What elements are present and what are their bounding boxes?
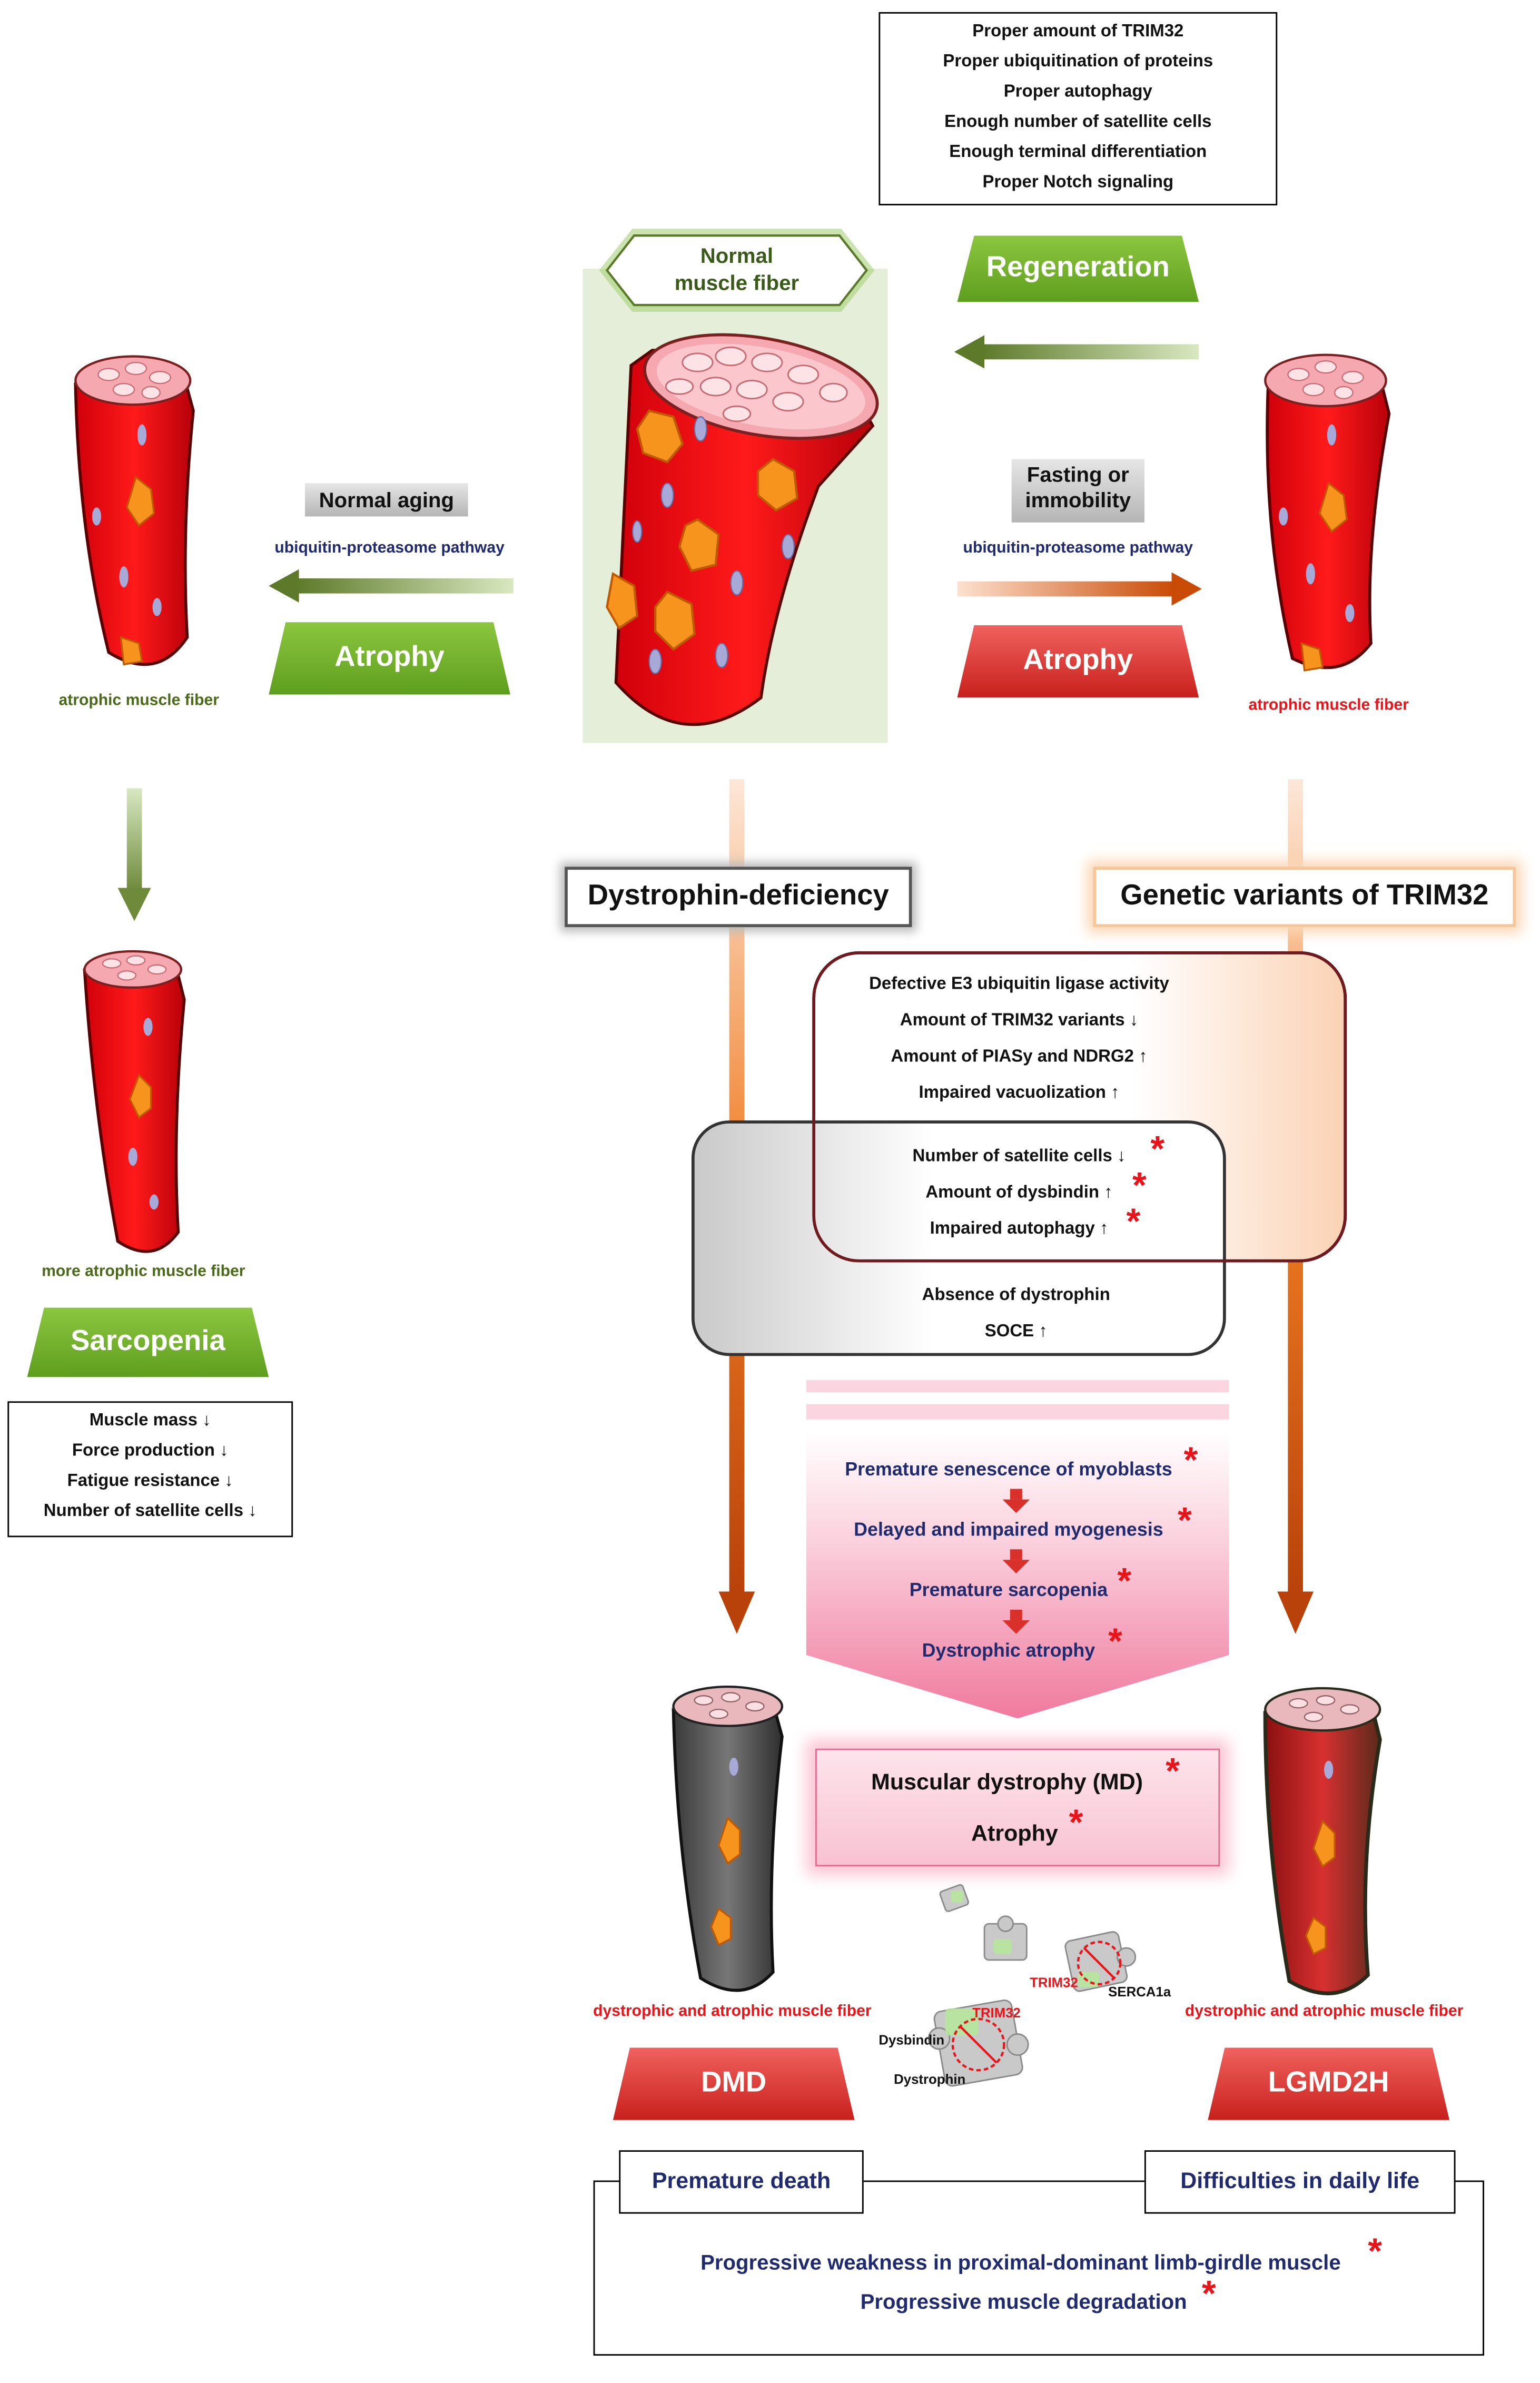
asterisk-mark: * — [1368, 2231, 1383, 2273]
shared-feature-list: Number of satellite cells ↓ Amount of dy… — [876, 1138, 1163, 1247]
regen-line: Enough number of satellite cells — [944, 113, 1212, 132]
dmd-feature-list: Absence of dystrophin SOCE ↑ — [845, 1277, 1187, 1350]
atrophic-fiber-label-right: atrophic muscle fiber — [1248, 696, 1409, 714]
ups-label-left: ubiquitin-proteasome pathway — [274, 539, 505, 557]
asterisk-mark: * — [1201, 2274, 1216, 2315]
trim32-feature: Impaired vacuolization ↑ — [919, 1084, 1120, 1102]
atrophic-fiber-label-left: atrophic muscle fiber — [58, 691, 219, 710]
shared-feature: Impaired autophagy ↑ — [930, 1220, 1109, 1238]
puzzle-label-trim32-a: TRIM32 — [1030, 1975, 1078, 1991]
sarcopenia-line: Force production ↓ — [72, 1442, 229, 1461]
normal-fiber-label-line1: Normal — [700, 243, 774, 268]
trim32-feature: Amount of PIASy and NDRG2 ↑ — [891, 1048, 1148, 1066]
asterisk-mark: * — [1178, 1501, 1192, 1542]
cascade-step-1: Premature senescence of myoblasts — [845, 1459, 1172, 1480]
asterisk-mark: * — [1183, 1440, 1198, 1482]
regen-line: Proper autophagy — [1003, 83, 1152, 102]
puzzle-label-dysbindin: Dysbindin — [878, 2032, 945, 2048]
regen-line: Proper Notch signaling — [982, 173, 1174, 192]
regen-line: Proper ubiquitination of proteins — [943, 53, 1213, 71]
cascade-down-arrow — [1002, 1609, 1030, 1634]
ups-label-right: ubiquitin-proteasome pathway — [963, 539, 1193, 557]
atrophic-muscle-fiber-left — [74, 355, 195, 666]
puzzle-pieces-illustration — [927, 1884, 1137, 2087]
fasting-immobility-label: Fasting or immobility — [1011, 459, 1144, 523]
normal-fiber-label-line2: muscle fiber — [674, 270, 799, 295]
cascade-down-arrow — [1002, 1489, 1030, 1513]
dmd-label: DMD — [613, 2047, 855, 2120]
cascade-arrow-shape — [806, 1431, 1229, 1719]
regeneration-label: Regeneration — [957, 235, 1199, 302]
genetic-variants-trim32-label: Genetic variants of TRIM32 — [1093, 866, 1516, 928]
asterisk-mark: * — [1117, 1561, 1132, 1602]
atrophy-label-left: Atrophy — [269, 622, 510, 695]
atrophic-muscle-fiber-right — [1264, 353, 1391, 672]
trim32-feature: Defective E3 ubiquitin ligase activity — [869, 975, 1169, 994]
dmd-feature: SOCE ↑ — [984, 1323, 1048, 1341]
trim32-feature: Amount of TRIM32 variants ↓ — [900, 1011, 1139, 1030]
sarcopenia-down-arrow — [117, 788, 151, 921]
regeneration-requirements-box: Proper amount of TRIM32 Proper ubiquitin… — [878, 12, 1278, 205]
puzzle-label-trim32-b: TRIM32 — [972, 2005, 1021, 2021]
cascade-step-4: Dystrophic atrophy — [922, 1640, 1095, 1661]
cascade-step-2: Delayed and impaired myogenesis — [854, 1519, 1163, 1541]
sarcopenia-effects-box: Muscle mass ↓ Force production ↓ Fatigue… — [7, 1401, 293, 1538]
more-atrophic-fiber-label: more atrophic muscle fiber — [42, 1262, 245, 1281]
asterisk-mark: * — [1150, 1129, 1165, 1170]
dystrophin-deficiency-label: Dystrophin-deficiency — [565, 866, 912, 928]
sarcopenia-line: Number of satellite cells ↓ — [43, 1502, 257, 1521]
lgmd2h-label: LGMD2H — [1208, 2047, 1450, 2120]
normal-muscle-fiber — [606, 333, 879, 726]
fasting-line2: immobility — [1025, 487, 1131, 512]
cascade-stripe — [806, 1404, 1229, 1420]
fasting-line1: Fasting or — [1026, 462, 1129, 487]
venn-box-dystrophin — [691, 1120, 1226, 1356]
sarcopenia-line: Muscle mass ↓ — [89, 1412, 211, 1430]
regen-line: Proper amount of TRIM32 — [972, 23, 1184, 41]
sarcopenia-label: Sarcopenia — [27, 1307, 269, 1377]
md-atrophy-box — [815, 1748, 1220, 1867]
cascade-stripe — [806, 1380, 1229, 1393]
regen-line: Enough terminal differentiation — [949, 143, 1207, 162]
atrophy-arrow-left — [269, 569, 514, 603]
regeneration-arrow — [954, 335, 1199, 369]
dystrophic-fiber-label-right: dystrophic and atrophic muscle fiber — [1184, 2002, 1464, 2021]
trim32-feature-list: Defective E3 ubiquitin ligase activity A… — [815, 967, 1223, 1111]
atrophy-center-label: Atrophy — [971, 1821, 1058, 1847]
shared-feature: Number of satellite cells ↓ — [912, 1147, 1126, 1166]
shared-feature: Amount of dysbindin ↑ — [925, 1184, 1113, 1202]
dmd-dystrophic-muscle-fiber — [672, 1685, 784, 1992]
dmd-feature: Absence of dystrophin — [922, 1286, 1110, 1305]
atrophy-label-right: Atrophy — [957, 625, 1199, 698]
cascade-step-3: Premature sarcopenia — [909, 1579, 1108, 1601]
difficulties-daily-life-label: Difficulties in daily life — [1144, 2150, 1456, 2214]
atrophy-arrow-right — [957, 572, 1202, 606]
normal-aging-label: Normal aging — [305, 483, 468, 517]
asterisk-mark: * — [1126, 1202, 1141, 1243]
premature-death-label: Premature death — [619, 2150, 864, 2214]
lgmd2h-dystrophic-muscle-fiber — [1263, 1687, 1382, 1995]
outcome-line-1: Progressive weakness in proximal-dominan… — [700, 2250, 1341, 2274]
puzzle-label-serca1a: SERCA1a — [1108, 1984, 1171, 2000]
dystrophic-fiber-label-left: dystrophic and atrophic muscle fiber — [593, 2002, 872, 2021]
sarcopenia-line: Fatigue resistance ↓ — [67, 1472, 233, 1491]
more-atrophic-muscle-fiber — [83, 950, 186, 1253]
asterisk-mark: * — [1108, 1621, 1122, 1663]
asterisk-mark: * — [1132, 1166, 1147, 1207]
normal-fiber-label-hexagon — [599, 229, 875, 312]
muscular-dystrophy-label: Muscular dystrophy (MD) — [871, 1769, 1143, 1796]
venn-box-trim32-outline — [812, 951, 1347, 1263]
asterisk-mark: * — [1166, 1751, 1180, 1793]
cascade-down-arrow — [1002, 1549, 1030, 1574]
outcome-line-2: Progressive muscle degradation — [860, 2289, 1187, 2313]
puzzle-label-dystrophin: Dystrophin — [894, 2072, 966, 2087]
asterisk-mark: * — [1069, 1803, 1083, 1844]
